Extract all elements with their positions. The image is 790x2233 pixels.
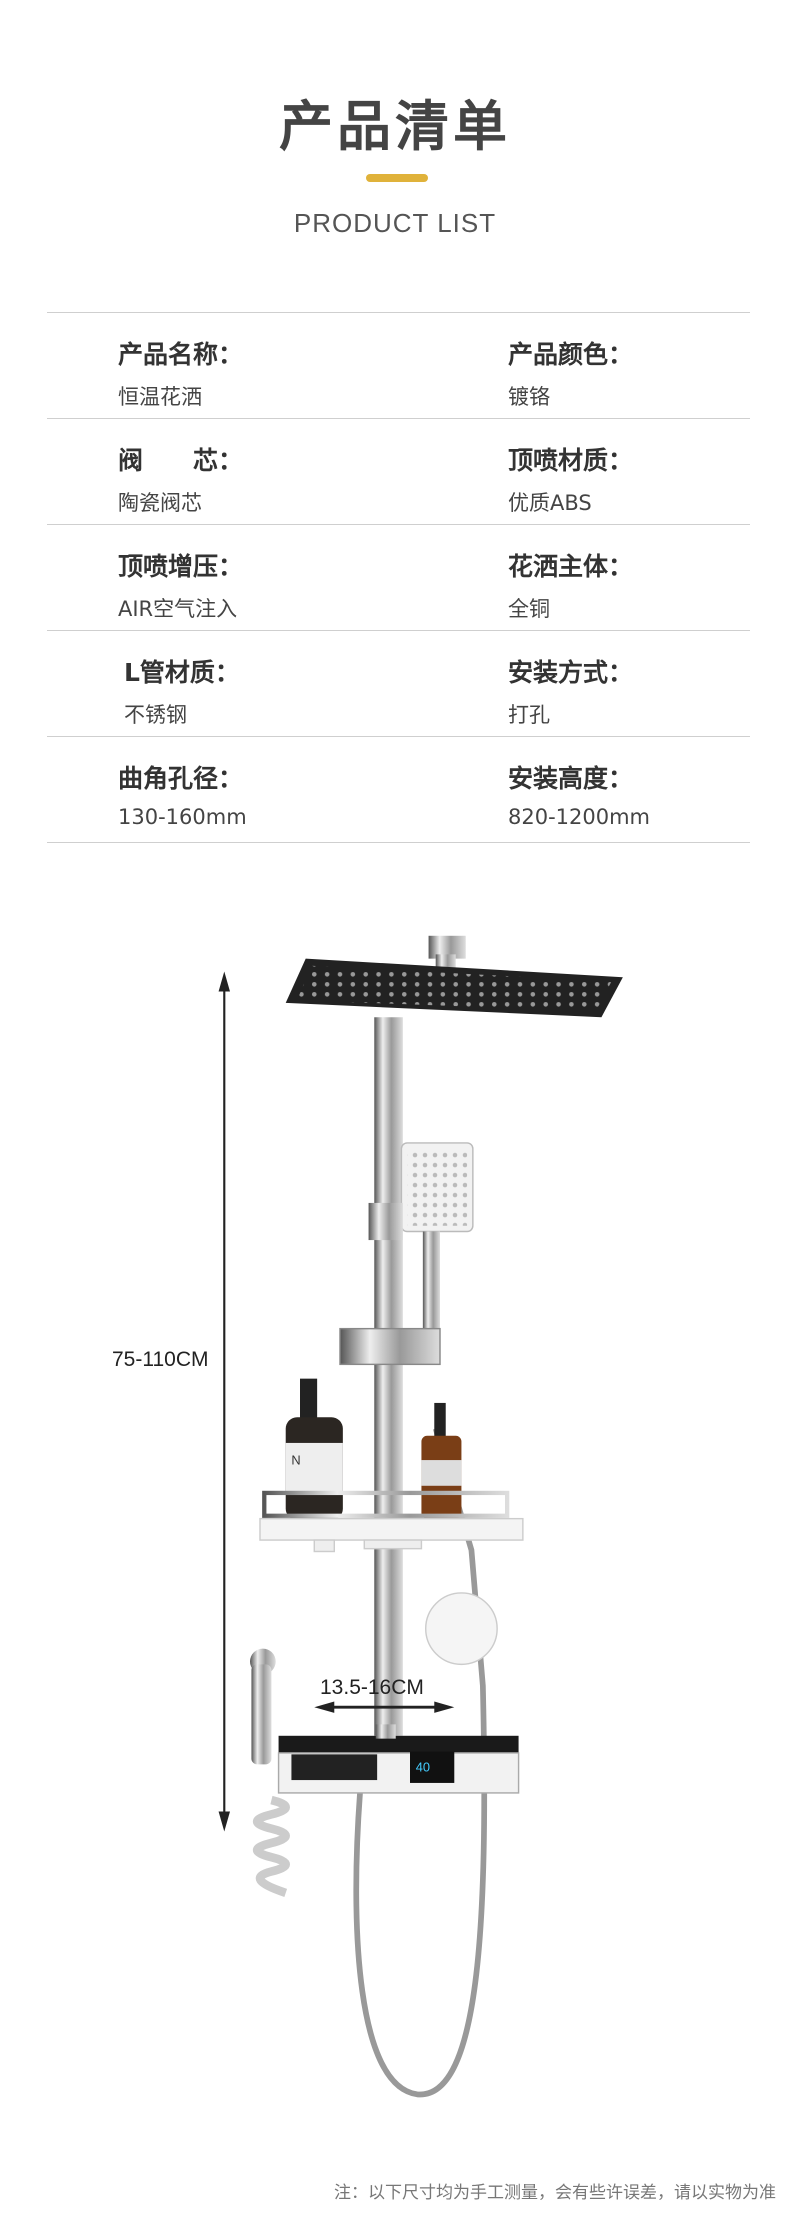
title-accent-bar [366,174,428,182]
spec-value: AIR空气注入 [118,597,238,621]
spec-label: 产品名称： [118,340,244,369]
spec-label: 安装方式： [508,658,634,687]
spec-label: 阀 芯： [118,446,244,475]
spec-value: 陶瓷阀芯 [118,491,202,515]
spec-value: 820-1200mm [508,805,651,829]
spec-value: 优质ABS [508,491,592,515]
svg-text:N: N [291,1452,300,1467]
page-title: 产品清单 [279,95,511,158]
width-dimension-arrow [314,1701,455,1713]
page-subtitle: PRODUCT LIST [293,208,497,238]
spec-row: 曲角孔径： 130-160mm 安装高度： 820-1200mm [47,736,750,843]
spec-row: 阀 芯： 陶瓷阀芯 顶喷材质： 优质ABS [47,418,750,524]
spec-label: 顶喷增压： [118,552,244,581]
width-dimension-label: 13.5-16CM [320,1676,424,1699]
height-dimension-arrow [218,971,230,1832]
shelf [259,1490,524,1553]
riser-pipe [374,1017,403,1736]
spec-value: 不锈钢 [124,703,187,727]
top-arm [428,935,466,959]
spec-row: 顶喷增压： AIR空气注入 花洒主体： 全铜 [47,524,750,630]
spec-label: 花洒主体： [508,552,634,581]
loofah [425,1592,498,1666]
soap-bottle: N [285,1378,343,1521]
measurement-note: 注：以下尺寸均为手工测量，会有些许误差，请以实物为准 [334,2183,776,2203]
spec-value: 镀铬 [508,385,550,409]
spec-value: 全铜 [508,597,550,621]
spec-value: 恒温花洒 [118,385,202,409]
spec-label: 产品颜色： [508,340,634,369]
spec-value: 130-160mm [118,805,247,829]
spec-row: 产品名称： 恒温花洒 产品颜色： 镀铬 [47,312,750,418]
spec-label: 曲角孔径： [118,764,244,793]
bidet-sprayer [250,1648,290,1897]
spec-label: 顶喷材质： [508,446,634,475]
thermostatic-control-panel: 40 [277,1724,520,1794]
spec-label: 安装高度： [508,764,634,793]
spec-table: 产品名称： 恒温花洒 产品颜色： 镀铬 阀 芯： 陶瓷阀芯 顶喷材质： 优质ABS 顶喷… [47,312,750,843]
height-dimension-label: 75-110CM [112,1348,209,1371]
spec-row: L管材质： 不锈钢 安装方式： 打孔 [47,630,750,736]
oil-bottle [421,1402,462,1519]
temperature-display: 40 [416,1760,430,1775]
spec-label: L管材质： [124,658,240,687]
spec-value: 打孔 [508,703,550,727]
slide-bracket [339,1327,441,1366]
shower-hose [353,1427,488,2098]
